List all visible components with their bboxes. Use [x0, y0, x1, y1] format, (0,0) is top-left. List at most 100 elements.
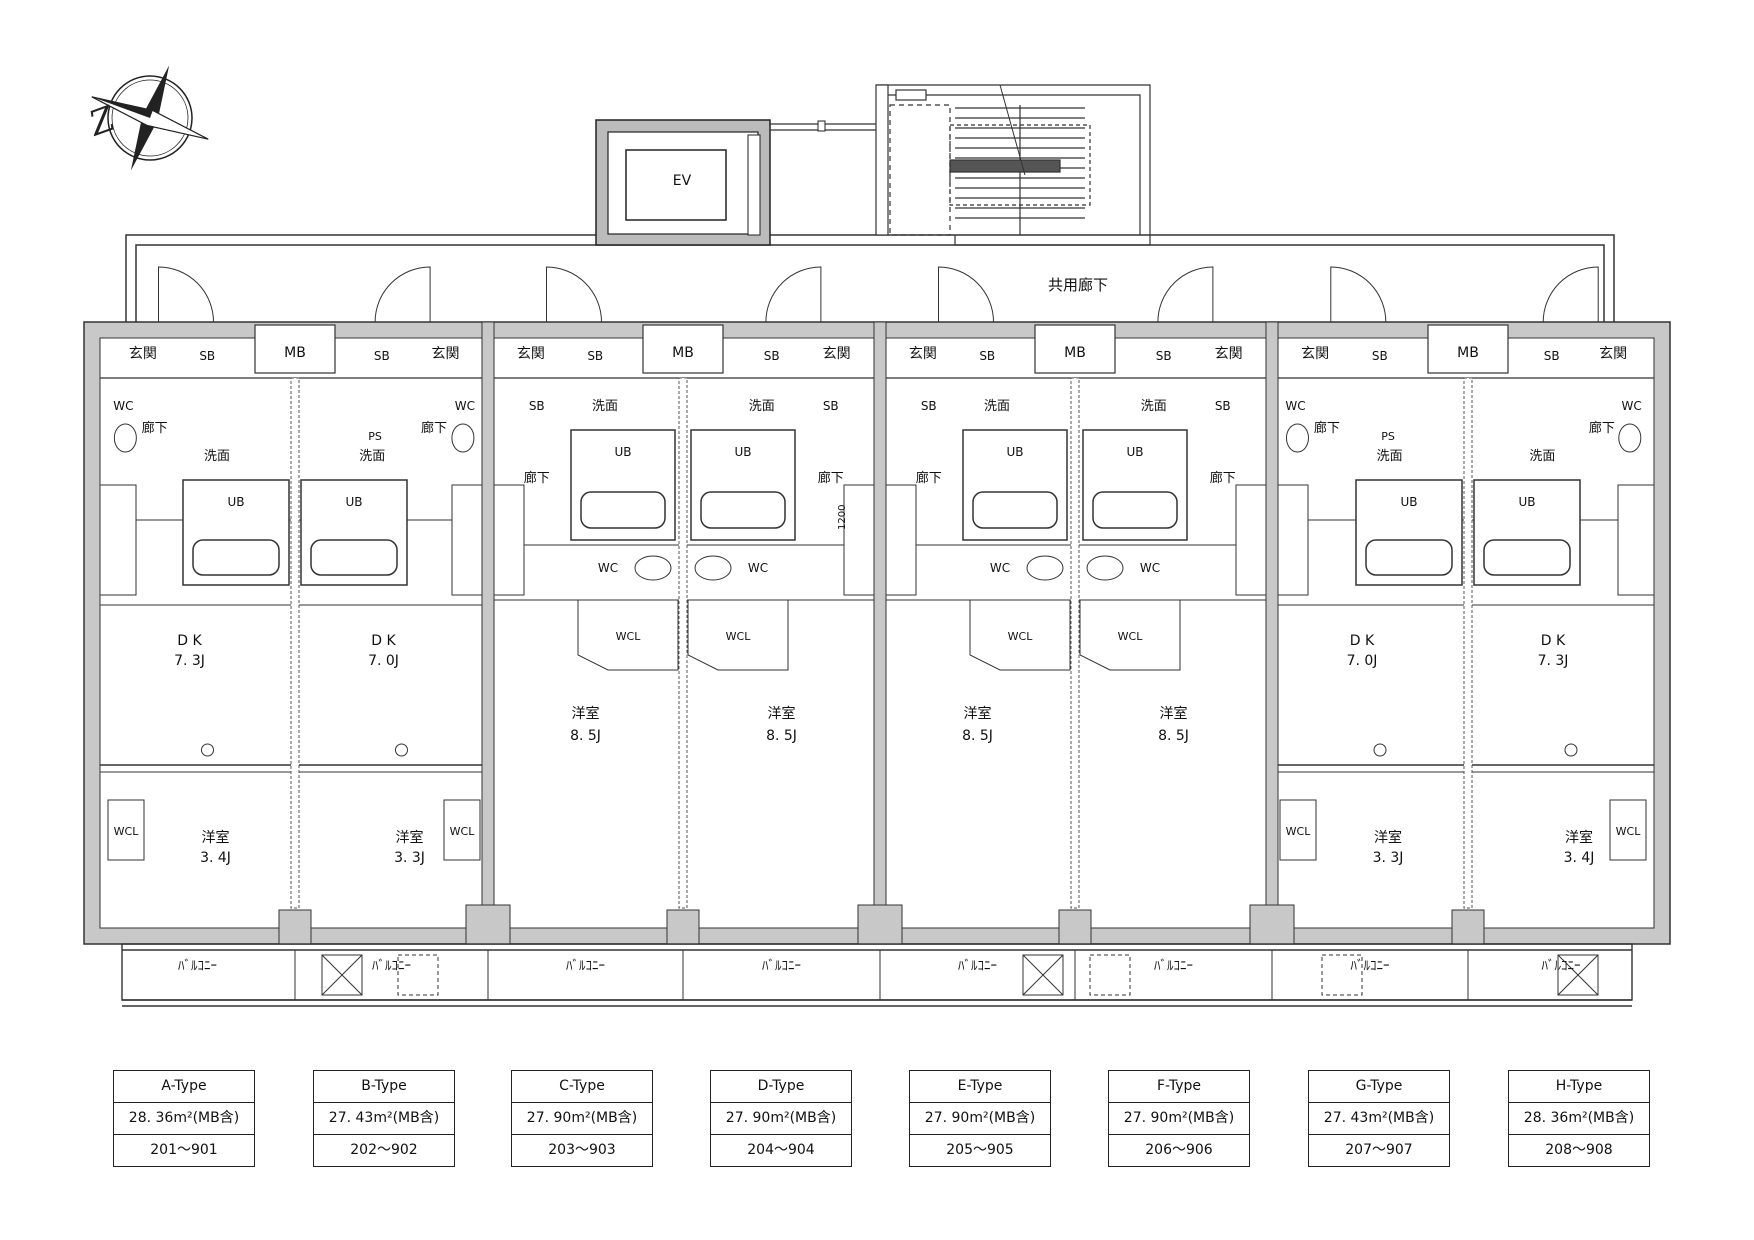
- sb-label: SB: [1156, 349, 1172, 363]
- dk-label: D K: [177, 633, 202, 649]
- wc-label: WC: [1622, 399, 1642, 413]
- genkan-label: 玄関: [1215, 345, 1243, 362]
- yoshitsu-size: 3. 3J: [394, 850, 425, 866]
- corridor-label: 共用廊下: [1048, 276, 1108, 294]
- elevator-label: EV: [673, 173, 692, 189]
- ub-label: UB: [1126, 445, 1143, 459]
- genkan-label: 玄関: [129, 345, 157, 362]
- rouka-label: 廊下: [1589, 420, 1615, 436]
- yoshitsu-size: 8. 5J: [766, 728, 797, 744]
- unit-rooms: 201〜901: [150, 1142, 218, 1158]
- senmen-label: 洗面: [592, 399, 618, 414]
- yoshitsu-label: 洋室: [768, 705, 796, 722]
- sb-label: SB: [199, 349, 215, 363]
- balcony-label: ﾊﾞﾙｺﾆｰ: [178, 959, 217, 974]
- unit-area: 27. 43m²(MB含): [1309, 1103, 1449, 1135]
- sb-label: SB: [529, 399, 545, 413]
- wc-label: WC: [748, 561, 768, 575]
- wcl-label: WCL: [726, 630, 752, 643]
- unit-rooms: 208〜908: [1545, 1142, 1613, 1158]
- unit-area: 27. 90m²(MB含): [512, 1103, 652, 1135]
- sb-label: SB: [823, 399, 839, 413]
- wcl-label: WCL: [616, 630, 642, 643]
- unit-area: 27. 90m²(MB含): [711, 1103, 851, 1135]
- dk-size: 7. 0J: [368, 653, 399, 669]
- rouka-label: 廊下: [1210, 470, 1236, 486]
- balcony-label: ﾊﾞﾙｺﾆｰ: [762, 959, 801, 974]
- wc-label: WC: [990, 561, 1010, 575]
- unit-type: D-Type: [711, 1071, 851, 1103]
- rouka-label: 廊下: [1314, 420, 1340, 436]
- compass-icon: Z: [83, 65, 209, 171]
- dk-label: D K: [1541, 633, 1566, 649]
- balcony-label: ﾊﾞﾙｺﾆｰ: [372, 959, 411, 974]
- genkan-label: 玄関: [517, 345, 545, 362]
- dk-size: 7. 0J: [1347, 653, 1378, 669]
- wcl-label: WCL: [1008, 630, 1034, 643]
- wcl-label: WCL: [1118, 630, 1144, 643]
- wc-label: WC: [113, 399, 133, 413]
- unit-rooms: 206〜906: [1145, 1142, 1213, 1158]
- partition-walls: [278, 321, 1485, 945]
- senmen-label: 洗面: [749, 399, 775, 414]
- senmen-label: 洗面: [1141, 399, 1167, 414]
- wcl-label: WCL: [1616, 825, 1642, 838]
- wc-label: WC: [1140, 561, 1160, 575]
- yoshitsu-size: 8. 5J: [1158, 728, 1189, 744]
- senmen-label: 洗面: [1529, 449, 1555, 464]
- unit-rooms: 205〜905: [946, 1142, 1014, 1158]
- unit-type: B-Type: [314, 1071, 454, 1103]
- unit-area: 28. 36m²(MB含): [114, 1103, 254, 1135]
- yoshitsu-size: 8. 5J: [962, 728, 993, 744]
- unit-rooms: 203〜903: [548, 1142, 616, 1158]
- ub-label: UB: [1518, 495, 1535, 509]
- sb-label: SB: [587, 349, 603, 363]
- wcl-label: WCL: [114, 825, 140, 838]
- unit-type: H-Type: [1509, 1071, 1649, 1103]
- rouka-label: 廊下: [916, 470, 942, 486]
- unit-area: 27. 43m²(MB含): [314, 1103, 454, 1135]
- dk-size: 7. 3J: [174, 653, 205, 669]
- unit-area: 28. 36m²(MB含): [1509, 1103, 1649, 1135]
- unit-type: A-Type: [114, 1071, 254, 1103]
- staircase: [875, 84, 1151, 246]
- unit-rooms: 202〜902: [350, 1142, 418, 1158]
- ub-label: UB: [734, 445, 751, 459]
- ub-label: UB: [227, 495, 244, 509]
- rouka-label: 廊下: [421, 420, 447, 436]
- unit-type: C-Type: [512, 1071, 652, 1103]
- genkan-label: 玄関: [1599, 345, 1627, 362]
- elevator: [595, 119, 876, 246]
- rouka-label: 廊下: [524, 470, 550, 486]
- rouka-label: 廊下: [142, 420, 168, 436]
- unit-area: 27. 90m²(MB含): [910, 1103, 1050, 1135]
- dk-label: D K: [1350, 633, 1375, 649]
- sb-label: SB: [1215, 399, 1231, 413]
- ps-label: PS: [1381, 430, 1395, 443]
- mb-label: MB: [672, 345, 694, 361]
- senmen-label: 洗面: [984, 399, 1010, 414]
- wc-label: WC: [598, 561, 618, 575]
- genkan-label: 玄関: [432, 345, 460, 362]
- genkan-label: 玄関: [823, 345, 851, 362]
- senmen-label: 洗面: [1377, 449, 1403, 464]
- dk-label: D K: [371, 633, 396, 649]
- yoshitsu-label: 洋室: [1160, 705, 1188, 722]
- sb-label: SB: [1372, 349, 1388, 363]
- ub-label: UB: [614, 445, 631, 459]
- wcl-label: WCL: [1286, 825, 1312, 838]
- senmen-label: 洗面: [359, 449, 385, 464]
- ub-label: UB: [1006, 445, 1023, 459]
- yoshitsu-size: 3. 3J: [1373, 850, 1404, 866]
- rouka-label: 廊下: [818, 470, 844, 486]
